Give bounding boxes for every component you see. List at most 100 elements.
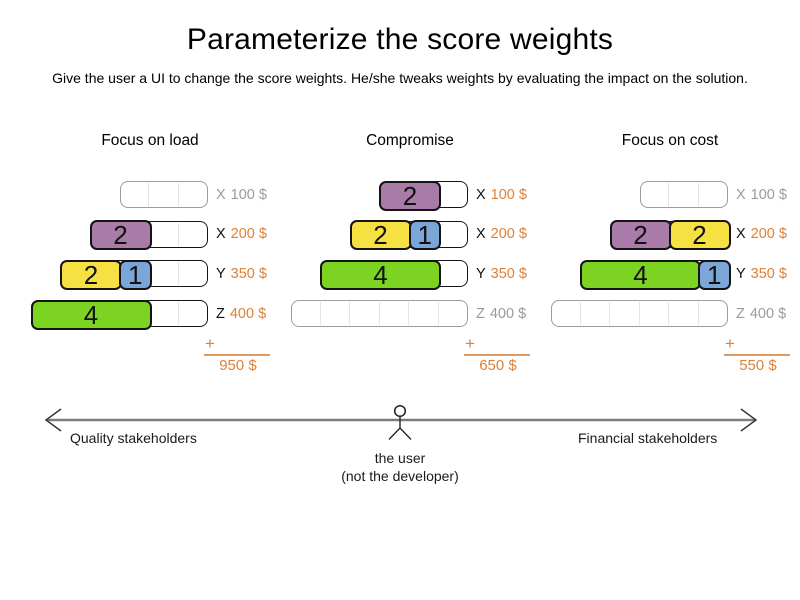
sum-plus-sign: + xyxy=(205,334,215,353)
blue-weight-block: 1 xyxy=(698,259,731,290)
sum-plus-sign: + xyxy=(725,334,735,353)
unit-divider xyxy=(378,302,380,326)
cost-value: 350 $ xyxy=(490,265,527,282)
constraint-letter: X xyxy=(216,186,226,203)
unit-divider xyxy=(609,302,610,326)
constraint-letter: X xyxy=(736,186,746,203)
green-weight-block: 4 xyxy=(580,259,701,290)
column-title: Focus on load xyxy=(101,132,199,149)
page-subtitle: Give the user a UI to change the score w… xyxy=(52,70,748,86)
quality-stakeholders-label: Quality stakeholders xyxy=(70,430,197,446)
total-cost: 550 $ xyxy=(739,357,777,374)
unit-divider xyxy=(638,302,640,326)
cost-value: 400 $ xyxy=(749,305,787,322)
weight-track xyxy=(119,181,208,208)
cost-value: 200 $ xyxy=(490,226,527,243)
unit-divider xyxy=(579,302,581,326)
yellow-weight-block: 2 xyxy=(668,220,731,251)
sum-line xyxy=(464,354,530,356)
user-actor-icon xyxy=(388,404,412,440)
unit-divider xyxy=(177,302,179,326)
cost-value: 400 $ xyxy=(489,305,527,322)
green-weight-block: 4 xyxy=(320,259,441,290)
unit-divider xyxy=(177,262,179,286)
weight-track: 2 xyxy=(379,180,468,211)
unit-divider xyxy=(148,183,149,206)
constraint-letter: Y xyxy=(476,265,486,282)
cost-value: 100 $ xyxy=(750,186,787,203)
yellow-weight-block: 2 xyxy=(60,259,122,290)
weight-track xyxy=(639,181,728,208)
cost-value: 100 $ xyxy=(230,186,267,203)
sum-plus-sign: + xyxy=(465,334,475,353)
column-title: Compromise xyxy=(366,132,454,149)
total-cost: 950 $ xyxy=(219,357,257,374)
unit-divider xyxy=(437,302,439,326)
page-title: Parameterize the score weights xyxy=(186,23,614,56)
yellow-weight-block: 2 xyxy=(349,220,412,251)
cost-value: 200 $ xyxy=(230,226,267,243)
constraint-letter: X xyxy=(736,226,746,243)
column-title: Focus on cost xyxy=(621,132,719,149)
user-caption-line2: (not the developer) xyxy=(341,468,459,484)
double-arrow-icon xyxy=(44,408,758,432)
blue-weight-block: 1 xyxy=(408,220,441,251)
financial-stakeholders-label: Financial stakeholders xyxy=(578,430,718,446)
unit-divider xyxy=(177,222,179,246)
unit-divider xyxy=(177,183,179,206)
constraint-letter: Y xyxy=(736,265,746,282)
constraint-letter: X xyxy=(216,226,226,243)
constraint-letter: X xyxy=(476,186,486,203)
sum-line xyxy=(204,354,270,356)
user-caption-line1: the user xyxy=(374,450,426,466)
weight-track: 4 xyxy=(30,299,208,330)
constraint-letter: Z xyxy=(216,305,225,322)
weight-track xyxy=(551,300,728,328)
purple-weight-block: 2 xyxy=(89,220,152,251)
constraint-letter: X xyxy=(476,226,486,243)
weight-track: 4 xyxy=(320,259,468,290)
unit-divider xyxy=(349,302,350,326)
constraint-letter: Z xyxy=(736,305,745,322)
cost-value: 350 $ xyxy=(750,265,787,282)
constraint-letter: Z xyxy=(476,305,485,322)
weight-track: 2 xyxy=(89,220,208,251)
sum-line xyxy=(724,354,790,356)
blue-weight-block: 1 xyxy=(119,259,152,290)
constraint-letter: Y xyxy=(216,265,226,282)
total-cost: 650 $ xyxy=(479,357,517,374)
green-weight-block: 4 xyxy=(30,299,152,330)
stakeholder-axis xyxy=(44,404,758,440)
unit-divider xyxy=(408,302,409,326)
weight-track xyxy=(291,300,468,328)
cost-value: 350 $ xyxy=(230,265,267,282)
